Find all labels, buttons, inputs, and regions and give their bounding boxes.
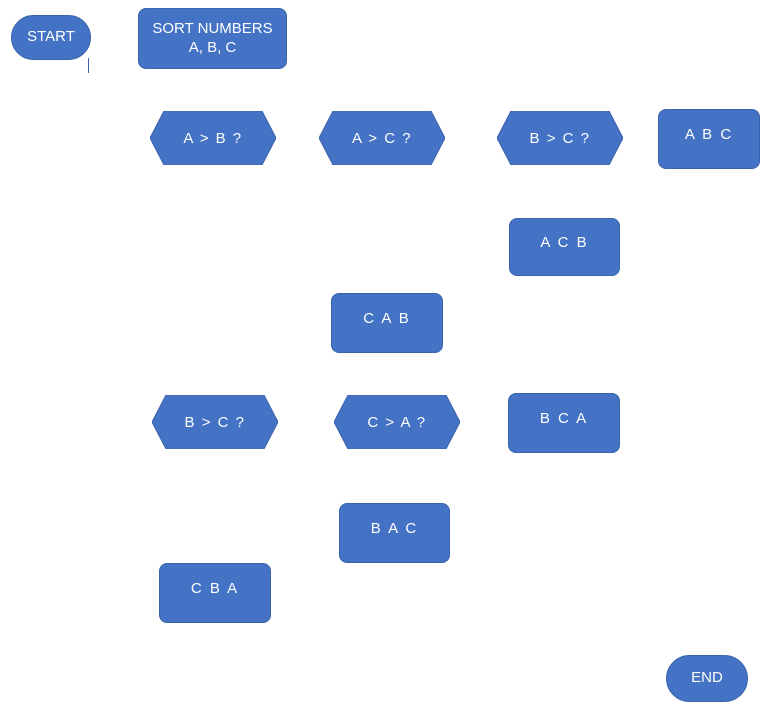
- end-label: END: [691, 669, 723, 687]
- start-terminal: START: [11, 15, 91, 60]
- result-label: A C B: [540, 233, 589, 251]
- result-label: C A B: [363, 309, 411, 327]
- decision-a-greater-c: A > C ?: [319, 111, 445, 165]
- hexagon-shape: [150, 111, 276, 165]
- decision-label: C > A ?: [367, 413, 427, 431]
- decision-a-greater-b: A > B ?: [150, 111, 276, 165]
- result-label: B A C: [370, 519, 419, 537]
- start-label: START: [27, 28, 75, 46]
- decision-b-greater-c-top: B > C ?: [497, 111, 623, 165]
- hexagon-shape: [319, 111, 445, 165]
- decision-b-greater-c-bottom: B > C ?: [152, 395, 278, 449]
- decision-label: B > C ?: [529, 129, 591, 147]
- hexagon-shape: [334, 395, 460, 449]
- result-cba: C B A: [159, 563, 271, 623]
- hexagon-shape: [497, 111, 623, 165]
- end-terminal: END: [666, 655, 748, 702]
- decision-label: B > C ?: [184, 413, 246, 431]
- sort-numbers-title-box: SORT NUMBERS A, B, C: [138, 8, 287, 69]
- title-line-2: A, B, C: [188, 38, 237, 56]
- result-label: C B A: [190, 579, 240, 597]
- result-label: B C A: [539, 409, 589, 427]
- result-label: A B C: [684, 125, 734, 143]
- title-line-1: SORT NUMBERS: [152, 19, 273, 37]
- result-cab: C A B: [331, 293, 443, 353]
- decision-label: A > C ?: [351, 129, 413, 147]
- decision-label: A > B ?: [183, 129, 243, 147]
- result-abc: A B C: [658, 109, 760, 169]
- result-bac: B A C: [339, 503, 450, 563]
- hexagon-shape: [152, 395, 278, 449]
- result-acb: A C B: [509, 218, 620, 276]
- start-connector-stub: [88, 58, 89, 73]
- result-bca: B C A: [508, 393, 620, 453]
- decision-c-greater-a: C > A ?: [334, 395, 460, 449]
